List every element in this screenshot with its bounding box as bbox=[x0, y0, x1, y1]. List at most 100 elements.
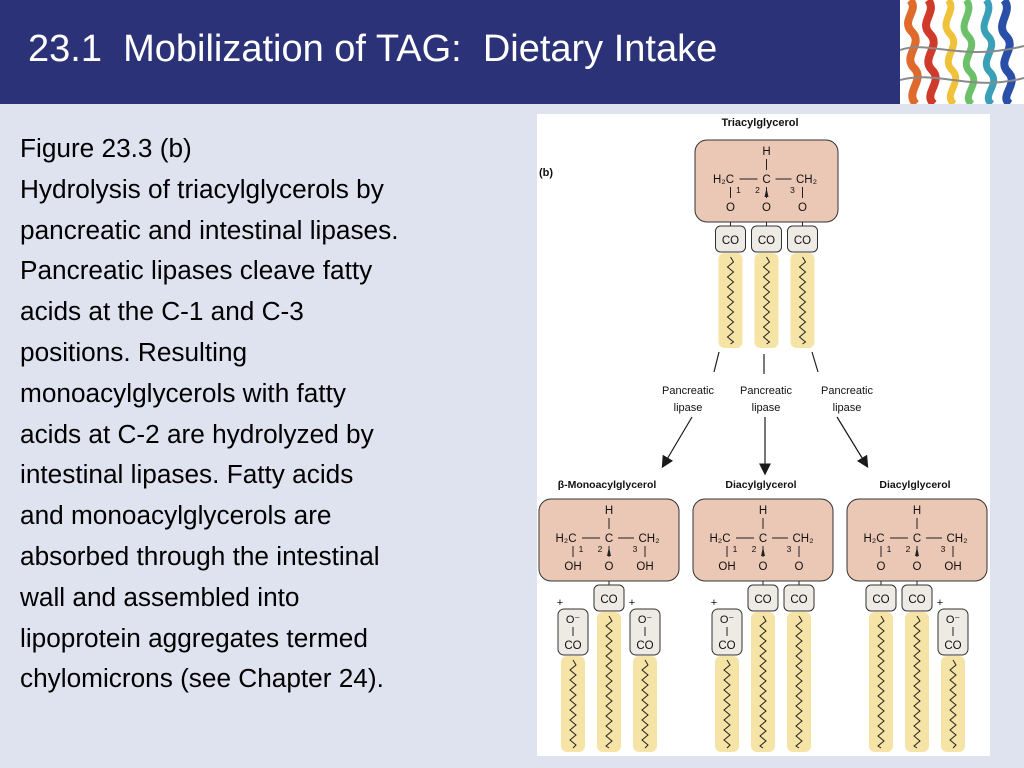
body-line: Hydrolysis of triacylglycerols by bbox=[20, 173, 384, 204]
hydrocarbon-zigzag bbox=[723, 659, 731, 749]
body-line: and monoacylglycerols are bbox=[20, 500, 332, 531]
position-2-label: 2 bbox=[906, 544, 911, 554]
ester-carbonyl-box bbox=[715, 225, 746, 253]
oxygen-label: O bbox=[726, 202, 735, 214]
cleavage-mark bbox=[713, 351, 720, 373]
fatty-acid-chain bbox=[941, 656, 965, 752]
oxygen-label: O bbox=[795, 561, 804, 573]
fatty-acid-chain bbox=[905, 612, 929, 752]
oxygen-label: O bbox=[759, 561, 768, 573]
hydrocarbon-zigzag bbox=[798, 256, 807, 345]
co-label: CO bbox=[636, 640, 653, 652]
product-title-diacylglycerol: Diacylglycerol bbox=[879, 479, 950, 491]
co-label: CO bbox=[722, 235, 739, 247]
carboxylate-o-label: O⁻ bbox=[946, 614, 961, 626]
triacylglycerol-title: Triacylglycerol bbox=[721, 117, 798, 129]
hydrocarbon-zigzag bbox=[762, 256, 771, 345]
enzyme-label-right: lipase bbox=[833, 402, 862, 414]
co-label: CO bbox=[944, 640, 961, 652]
enzyme-label-middle: Pancreatic bbox=[740, 385, 792, 397]
co-label: CO bbox=[754, 594, 771, 606]
position-2-label: 2 bbox=[752, 544, 757, 554]
hydrocarbon-zigzag bbox=[877, 615, 885, 749]
body-line: lipoprotein aggregates termed bbox=[20, 622, 368, 653]
reaction-arrow bbox=[836, 416, 869, 469]
body-line: positions. Resulting bbox=[20, 336, 248, 367]
carboxylate-o-label: O⁻ bbox=[566, 614, 581, 626]
hydrocarbon-zigzag bbox=[641, 659, 649, 749]
fatty-acid-chain bbox=[869, 612, 893, 752]
fatty-acid-chain bbox=[718, 253, 743, 348]
fatty-acid-chain bbox=[715, 656, 739, 752]
ester-carbonyl-box bbox=[865, 584, 897, 612]
hydroxyl-label: OH bbox=[564, 561, 581, 573]
title-bar: 23.1 Mobilization of TAG: Dietary Intake bbox=[0, 0, 1024, 104]
oxygen-label: O bbox=[913, 561, 922, 573]
body-line: Pancreatic lipases cleave fatty bbox=[20, 255, 373, 286]
plus-sign: + bbox=[557, 597, 563, 609]
oxygen-label: O bbox=[798, 202, 807, 214]
co-label: CO bbox=[758, 235, 775, 247]
hydrocarbon-zigzag bbox=[605, 615, 613, 749]
co-label: CO bbox=[600, 594, 617, 606]
protein-ribbon-graphic bbox=[900, 0, 1024, 104]
carboxylate-o-label: O⁻ bbox=[638, 614, 653, 626]
ester-carbonyl-box bbox=[747, 584, 779, 612]
h2c-label: H₂C bbox=[713, 174, 734, 186]
position-1-label: 1 bbox=[733, 544, 738, 554]
body-line: monoacylglycerols with fatty bbox=[20, 377, 347, 408]
carbon-label: C bbox=[762, 174, 770, 186]
ester-carbonyl-box bbox=[783, 584, 815, 612]
body-text: Figure 23.3 (b) Hydrolysis of triacylgly… bbox=[20, 128, 520, 699]
enzyme-label-left: lipase bbox=[674, 402, 703, 414]
position-2-label: 2 bbox=[598, 544, 603, 554]
slide-title: 23.1 Mobilization of TAG: Dietary Intake bbox=[28, 28, 718, 70]
hydroxyl-label: OH bbox=[944, 561, 961, 573]
fatty-acid-chain bbox=[754, 253, 779, 348]
position-1-label: 1 bbox=[736, 185, 741, 195]
body-line: wall and assembled into bbox=[20, 581, 300, 612]
fatty-acid-chain bbox=[597, 612, 621, 752]
panel-label: (b) bbox=[539, 167, 553, 179]
plus-sign: + bbox=[711, 597, 717, 609]
oxygen-label: O bbox=[877, 561, 886, 573]
product-title-diacylglycerol: Diacylglycerol bbox=[725, 479, 796, 491]
hydrogen-label: H bbox=[605, 505, 613, 517]
hydrogen-label: H bbox=[762, 146, 770, 158]
hydrocarbon-zigzag bbox=[569, 659, 577, 749]
fatty-acid-chain bbox=[561, 656, 585, 752]
hydrocarbon-zigzag bbox=[913, 615, 921, 749]
hydrogen-label: H bbox=[759, 505, 767, 517]
ch2-label: CH₂ bbox=[796, 174, 817, 186]
fatty-acid-chain bbox=[787, 612, 811, 752]
co-label: CO bbox=[564, 640, 581, 652]
fatty-acid-chain bbox=[633, 656, 657, 752]
h2c-label: H₂C bbox=[709, 533, 730, 545]
reaction-arrow bbox=[661, 416, 693, 469]
ester-carbonyl-box bbox=[787, 225, 818, 253]
ester-carbonyl-box bbox=[751, 225, 782, 253]
body-line: absorbed through the intestinal bbox=[20, 540, 380, 571]
ch2-label: CH₂ bbox=[946, 533, 967, 545]
carbon-label: C bbox=[759, 533, 767, 545]
carbon-label: C bbox=[605, 533, 613, 545]
hydrocarbon-zigzag bbox=[949, 659, 957, 749]
position-3-label: 3 bbox=[790, 185, 795, 195]
hydrogen-label: H bbox=[913, 505, 921, 517]
ch2-label: CH₂ bbox=[638, 533, 659, 545]
oxygen-label: O bbox=[762, 202, 771, 214]
body-line: chylomicrons (see Chapter 24). bbox=[20, 663, 384, 694]
position-3-label: 3 bbox=[941, 544, 946, 554]
plus-sign: + bbox=[629, 597, 635, 609]
ester-carbonyl-box bbox=[901, 584, 933, 612]
fatty-acid-chain bbox=[751, 612, 775, 752]
hydrocarbon-zigzag bbox=[726, 256, 735, 345]
position-1-label: 1 bbox=[579, 544, 584, 554]
fatty-acid-chain bbox=[790, 253, 815, 348]
body-line: pancreatic and intestinal lipases. bbox=[20, 214, 399, 245]
position-2-label: 2 bbox=[755, 185, 760, 195]
hydrocarbon-zigzag bbox=[795, 615, 803, 749]
hydroxyl-label: OH bbox=[636, 561, 653, 573]
enzyme-label-left: Pancreatic bbox=[662, 385, 714, 397]
oxygen-label: O bbox=[605, 561, 614, 573]
